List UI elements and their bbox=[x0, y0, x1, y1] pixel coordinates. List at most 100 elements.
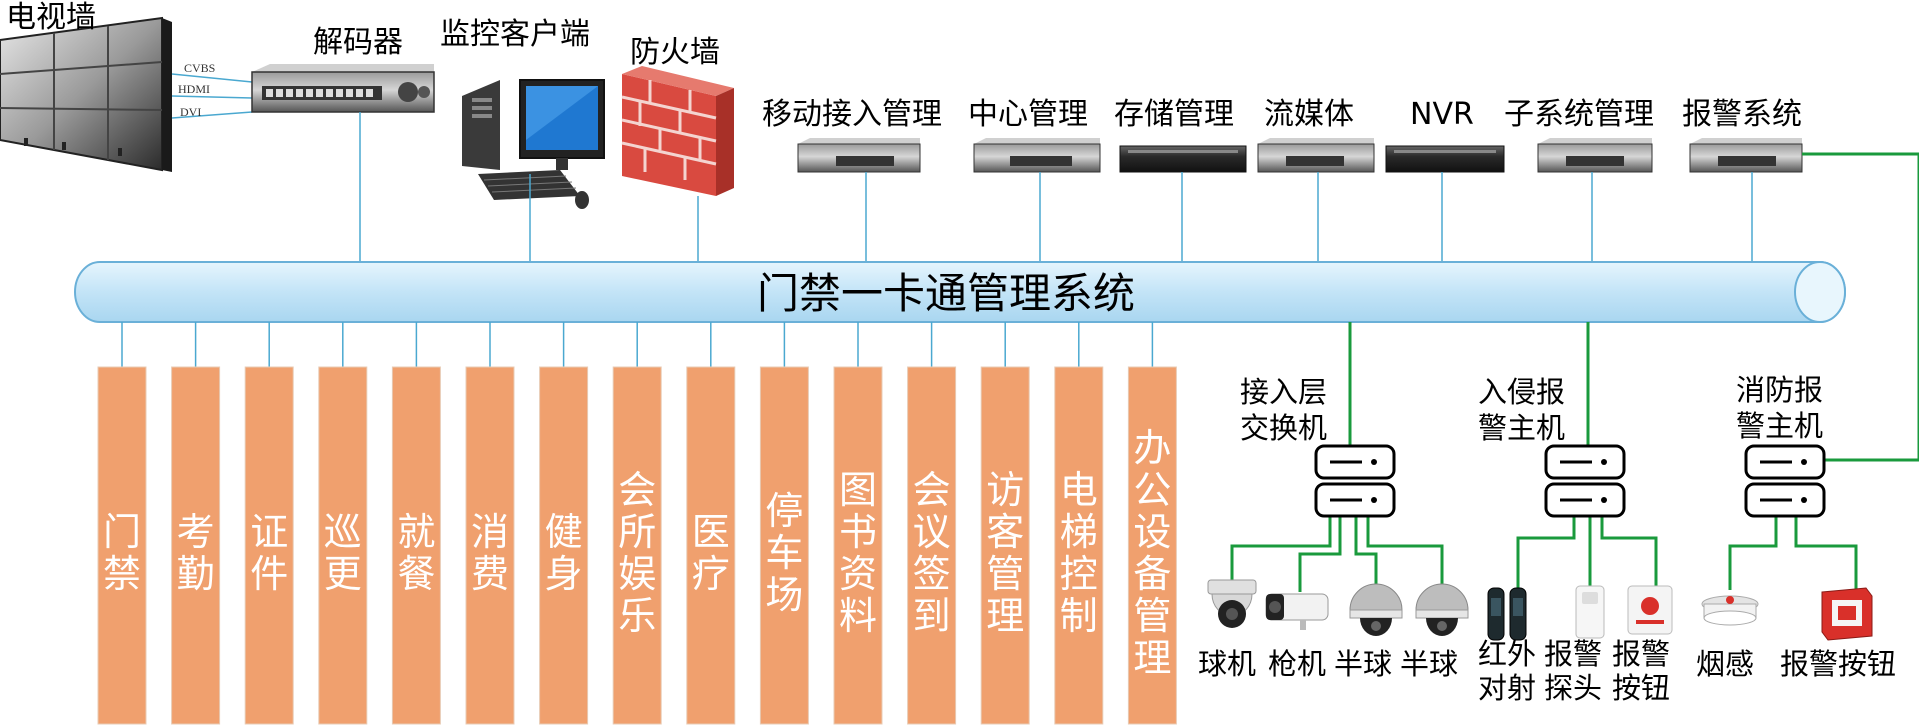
module-column bbox=[980, 366, 1030, 725]
module-label-char: 勤 bbox=[177, 552, 215, 596]
fire-alarm-button-icon bbox=[1821, 587, 1873, 641]
access-switch-icon bbox=[1314, 444, 1396, 518]
module-label-char: 费 bbox=[471, 552, 509, 596]
signal-hdmi: HDMI bbox=[178, 82, 210, 96]
server-streaming-icon bbox=[1257, 138, 1375, 173]
module-column bbox=[1054, 366, 1104, 725]
server-label-alarm: 报警系统 bbox=[1682, 97, 1802, 132]
module-label-char: 图 bbox=[839, 468, 877, 512]
module-label-char: 健 bbox=[545, 510, 583, 554]
signal-dvi: DVI bbox=[180, 105, 201, 119]
module-column bbox=[539, 366, 589, 725]
video-wall-icon bbox=[0, 16, 172, 172]
alarm-button-icon bbox=[1627, 585, 1673, 635]
module-label-char: 会 bbox=[913, 468, 951, 512]
module-label-char: 禁 bbox=[103, 552, 141, 596]
module-label-char: 备 bbox=[1133, 552, 1171, 596]
server-label-subsystem: 子系统管理 bbox=[1504, 97, 1654, 132]
module-column bbox=[759, 366, 809, 725]
module-label-char: 理 bbox=[986, 594, 1024, 638]
device-label-half-dome: 半球 bbox=[1400, 647, 1458, 681]
module-column bbox=[612, 366, 662, 725]
fire-host-title-1: 消防报 bbox=[1736, 373, 1823, 407]
module-label-char: 设 bbox=[1133, 510, 1171, 554]
module-label-char: 更 bbox=[324, 552, 362, 596]
decoder-label: 解码器 bbox=[313, 25, 403, 60]
monitor-client-icon bbox=[462, 79, 605, 209]
server-mobile-icon bbox=[797, 138, 921, 173]
module-label-char: 议 bbox=[913, 510, 951, 554]
device-label-dome: 球机 bbox=[1198, 647, 1256, 681]
module-label-char: 控 bbox=[1060, 552, 1098, 596]
device-label-half-dome: 半球 bbox=[1334, 647, 1392, 681]
module-label-char: 停 bbox=[765, 489, 803, 533]
device-label-alarm-button-1: 报警 bbox=[1612, 637, 1670, 671]
device-label-fire-button: 报警按钮 bbox=[1780, 647, 1896, 681]
module-label-char: 就 bbox=[397, 510, 435, 554]
top-connectors bbox=[359, 112, 1753, 262]
module-column bbox=[1127, 366, 1177, 725]
server-label-central: 中心管理 bbox=[968, 97, 1088, 132]
server-nvr-icon bbox=[1385, 145, 1505, 173]
green-network-lines bbox=[1230, 152, 1919, 592]
module-label-char: 理 bbox=[1133, 636, 1171, 680]
half-dome-camera-icon bbox=[1415, 583, 1469, 636]
server-label-mobile: 移动接入管理 bbox=[762, 97, 942, 132]
management-bus bbox=[74, 261, 1846, 323]
alarm-detector-icon bbox=[1575, 585, 1605, 639]
dome-camera-icon bbox=[1207, 579, 1257, 628]
module-label-char: 疗 bbox=[692, 552, 730, 596]
firewall-icon bbox=[621, 66, 734, 196]
device-label-infrared-2: 对射 bbox=[1478, 671, 1536, 705]
module-column bbox=[244, 366, 294, 725]
module-label-char: 巡 bbox=[324, 510, 362, 554]
module-label-char: 件 bbox=[250, 552, 288, 596]
server-central-icon bbox=[973, 138, 1101, 173]
module-label-char: 客 bbox=[986, 510, 1024, 554]
module-column bbox=[97, 366, 147, 725]
module-label-char: 公 bbox=[1133, 468, 1171, 512]
module-label-char: 访 bbox=[986, 468, 1024, 512]
access-switch-title-2: 交换机 bbox=[1240, 411, 1327, 445]
device-label-alarm-button-2: 按钮 bbox=[1612, 671, 1670, 705]
decoder-icon bbox=[251, 64, 435, 113]
module-label-char: 书 bbox=[839, 510, 877, 554]
intrusion-host-icon bbox=[1544, 444, 1626, 518]
module-label-char: 证 bbox=[250, 510, 288, 554]
module-column bbox=[171, 366, 221, 725]
infrared-beam-icon bbox=[1487, 587, 1527, 641]
module-columns: 门禁考勤证件巡更就餐消费健身会所娱乐医疗停车场图书资料会议签到访客管理电梯控制办… bbox=[97, 322, 1177, 725]
module-label-char: 医 bbox=[692, 510, 730, 554]
module-column bbox=[907, 366, 957, 725]
module-label-char: 资 bbox=[839, 552, 877, 596]
module-label-char: 签 bbox=[913, 552, 951, 596]
module-label-char: 会 bbox=[618, 468, 656, 512]
server-label-storage: 存储管理 bbox=[1114, 97, 1234, 132]
half-dome-camera-icon bbox=[1349, 583, 1403, 636]
bullet-camera-icon bbox=[1265, 593, 1329, 630]
module-label-char: 门 bbox=[103, 510, 141, 554]
module-label-char: 考 bbox=[177, 510, 215, 554]
module-column bbox=[318, 366, 368, 725]
device-label-infrared-1: 红外 bbox=[1478, 637, 1536, 671]
module-label-char: 料 bbox=[839, 594, 877, 638]
server-alarm-icon bbox=[1689, 138, 1803, 173]
monitor-client-label: 监控客户端 bbox=[440, 17, 590, 52]
module-label-char: 消 bbox=[471, 510, 509, 554]
server-label-nvr: NVR bbox=[1410, 97, 1474, 132]
module-label-char: 身 bbox=[545, 552, 583, 596]
server-subsystem-icon bbox=[1537, 138, 1653, 173]
firewall-label: 防火墙 bbox=[630, 35, 720, 70]
intrusion-host-title-2: 警主机 bbox=[1478, 411, 1565, 445]
module-label-char: 娱 bbox=[618, 552, 656, 596]
device-label-smoke: 烟感 bbox=[1696, 647, 1754, 681]
module-label-char: 所 bbox=[618, 510, 656, 554]
module-label-char: 车 bbox=[765, 531, 803, 575]
module-column bbox=[465, 366, 515, 725]
module-column bbox=[686, 366, 736, 725]
bus-title: 门禁一卡通管理系统 bbox=[757, 269, 1135, 318]
server-label-streaming: 流媒体 bbox=[1264, 97, 1354, 132]
module-label-char: 办 bbox=[1133, 426, 1171, 470]
module-label-char: 梯 bbox=[1060, 510, 1098, 554]
module-label-char: 场 bbox=[765, 573, 803, 617]
